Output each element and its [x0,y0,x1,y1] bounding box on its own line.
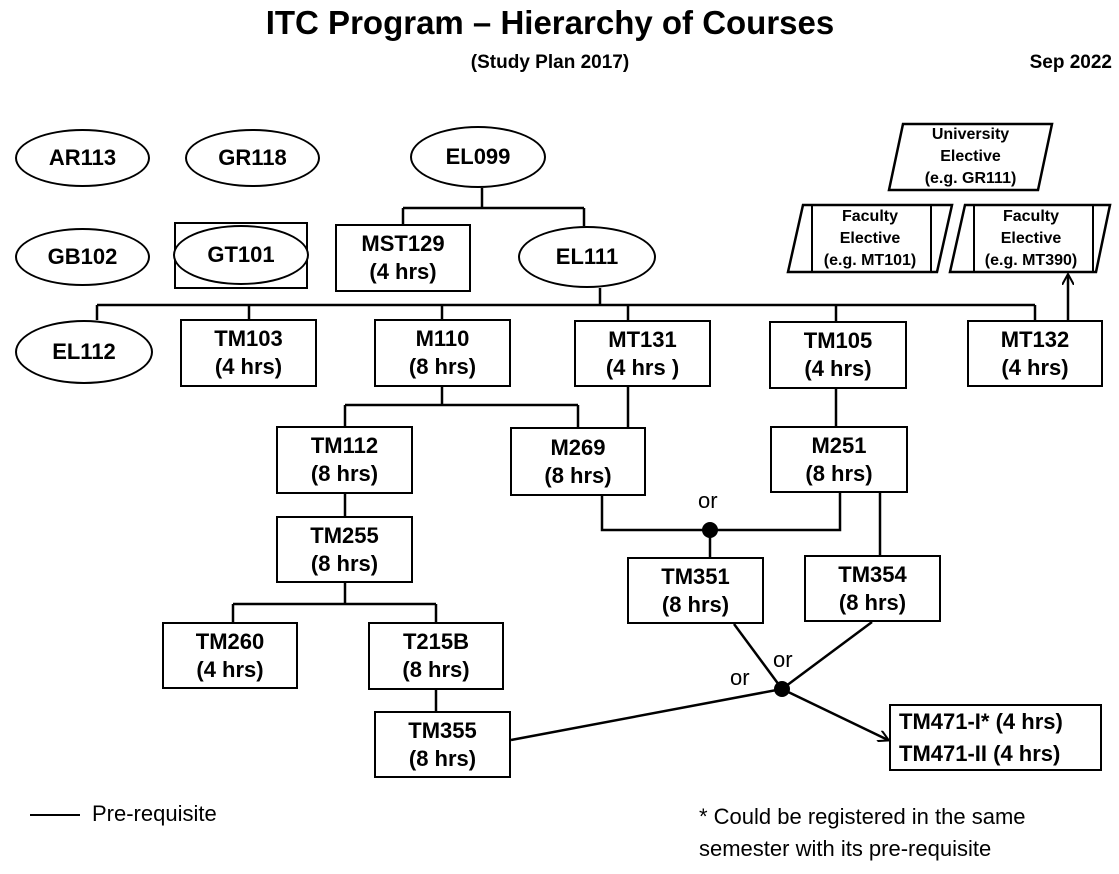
connector-tm355-or [510,687,783,742]
course-el112: EL112 [15,320,153,384]
course-tm355: TM355 (8 hrs) [374,711,511,778]
course-tm351: TM351 (8 hrs) [627,557,764,624]
course-mt131: MT131 (4 hrs ) [574,320,711,387]
course-m251: M251 (8 hrs) [770,426,908,493]
faculty-elective-1: Faculty Elective (e.g. MT101) [823,207,917,269]
legend-prerequisite: Pre-requisite [92,801,217,826]
course-tm255: TM255 (8 hrs) [276,516,413,583]
arrow-to-tm471 [781,687,888,740]
course-tm354: TM354 (8 hrs) [804,555,941,622]
asterisk-note: * Could be registered in the same semest… [699,804,1026,861]
course-tm103: TM103 (4 hrs) [180,319,317,387]
university-elective-shape [887,122,1054,192]
legend-line-sample [30,814,80,816]
course-tm112: TM112 (8 hrs) [276,426,413,494]
or-junction-dot-lower [774,681,790,697]
course-tm260: TM260 (4 hrs) [162,622,298,689]
or-label-upper: or [698,488,718,513]
course-el099: EL099 [410,126,546,188]
course-mst129: MST129 (4 hrs) [335,224,471,292]
page-subtitle: (Study Plan 2017) [470,52,630,73]
course-m269: M269 (8 hrs) [510,427,646,496]
faculty-elective-2: Faculty Elective (e.g. MT390) [984,207,1078,269]
connector-m269-or [600,496,710,532]
faculty-elective-2-shape [948,203,1112,274]
page-title: ITC Program – Hierarchy of Courses [265,4,835,41]
course-t215b: T215B (8 hrs) [368,622,504,690]
university-elective: University Elective (e.g. GR111) [924,126,1017,187]
connector-tm354-or [781,620,873,691]
course-m110: M110 (8 hrs) [374,319,511,387]
course-gb102: GB102 [15,228,150,286]
connector-tm351-or [732,623,784,690]
course-tm105: TM105 (4 hrs) [769,321,907,389]
connector-m251-or [710,493,842,532]
course-el111: EL111 [518,226,656,288]
course-gr118: GR118 [185,129,320,187]
course-gt101: GT101 [173,225,309,285]
or-junction-dot-upper [702,522,718,538]
course-ar113: AR113 [15,129,150,187]
or-label-tm355: or [730,665,750,690]
course-mt132: MT132 (4 hrs) [967,320,1103,387]
date-label: Sep 2022 [1029,52,1112,73]
course-tm471: TM471-I* (4 hrs) TM471-II (4 hrs) [889,704,1102,771]
or-label-tm354: or [773,647,793,672]
faculty-elective-1-shape [786,203,954,274]
